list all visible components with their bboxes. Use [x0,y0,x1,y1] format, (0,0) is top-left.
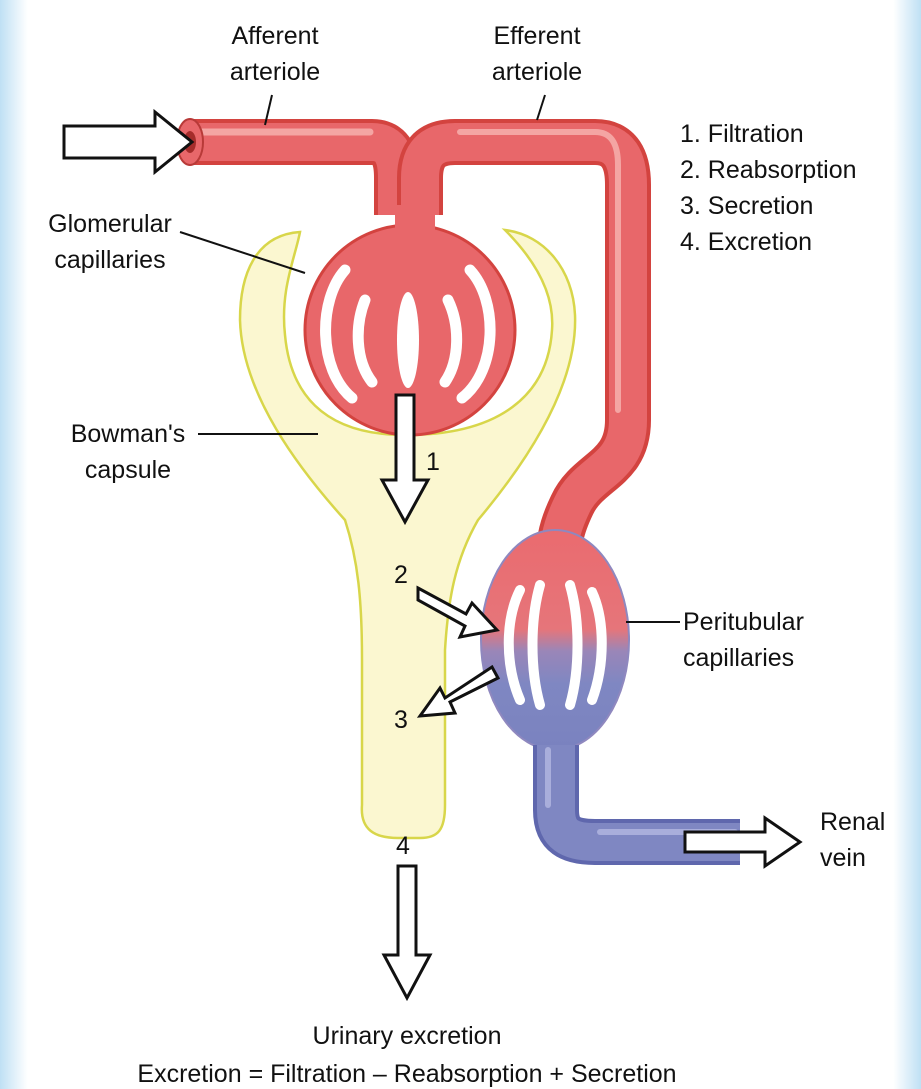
process-item-1: 1. Filtration [680,120,804,148]
peritubular-capillaries [481,530,629,750]
label-urinary-excretion: Urinary excretion [313,1022,502,1050]
step-number-3: 3 [394,706,408,734]
label-afferent-line1: Afferent [231,22,318,50]
process-item-2: 2. Reabsorption [680,156,857,184]
label-peritubular-line1: Peritubular [683,608,804,636]
step-number-2: 2 [394,561,408,589]
label-efferent-line1: Efferent [493,22,580,50]
label-afferent-line2: arteriole [230,58,320,86]
process-item-3: 3. Secretion [680,192,813,220]
label-peritubular-line2: capillaries [683,644,794,672]
label-renal-vein-line1: Renal [820,808,885,836]
equation-text: Excretion = Filtration – Reabsorption + … [137,1060,676,1088]
label-efferent-line2: arteriole [492,58,582,86]
step-number-4: 4 [396,832,410,860]
process-item-4: 4. Excretion [680,228,812,256]
label-bowman-line2: capsule [85,456,171,484]
label-glomerular-line2: capillaries [54,246,165,274]
label-bowman-line1: Bowman's [71,420,186,448]
label-glomerular-line1: Glomerular [48,210,172,238]
step-number-1: 1 [426,448,440,476]
label-renal-vein-line2: vein [820,844,866,872]
